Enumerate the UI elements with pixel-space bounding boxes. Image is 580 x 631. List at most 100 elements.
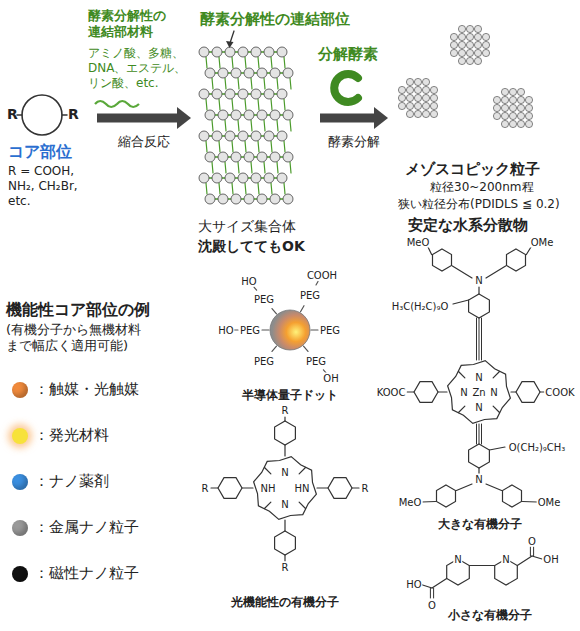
bond-line (284, 520, 285, 531)
linker-bond (225, 78, 226, 89)
benzene-ring (414, 382, 438, 403)
core-unit (238, 131, 248, 141)
bond-line (264, 502, 270, 508)
peg-strand (262, 329, 269, 330)
atom-label: N (453, 554, 462, 565)
atom-label: Zn (471, 387, 486, 398)
linker-bond (219, 57, 220, 68)
particle-unit (474, 25, 481, 32)
bond-line (299, 467, 305, 473)
linker-bond (280, 72, 283, 74)
stage-text: 安定な水系分散物 (408, 216, 528, 235)
particle-unit (466, 25, 473, 32)
linker-bond (232, 99, 233, 110)
linker-bond (209, 135, 212, 137)
particle-unit (474, 41, 481, 48)
linker-bond (241, 198, 244, 200)
linker-bond (248, 51, 251, 53)
core-unit (225, 173, 235, 183)
linker-bond (222, 51, 225, 53)
core-unit (264, 89, 274, 99)
quantum-dot (270, 310, 310, 350)
figure-caption: 大きな有機分子 (438, 517, 522, 532)
linker-bond (215, 156, 218, 158)
atom-label: N (474, 275, 483, 286)
linker-bond (215, 72, 218, 74)
particle-unit (458, 33, 465, 40)
core-unit (257, 68, 267, 78)
atom-label: PEG (253, 294, 275, 305)
linker-bond (280, 156, 283, 158)
peg-strand (316, 282, 318, 285)
atom-label: PEG (319, 325, 341, 336)
linker-bond (222, 177, 225, 179)
core-unit (212, 47, 222, 57)
linker-bond (245, 183, 246, 194)
atom-label: N (489, 387, 498, 398)
benzene-ring (437, 485, 456, 507)
atom-label: COOK (544, 387, 575, 398)
particle-unit (482, 33, 489, 40)
atom-label: N (459, 387, 468, 398)
bond-line (211, 487, 218, 488)
particle-unit (517, 104, 524, 111)
core-unit (251, 89, 261, 99)
stage-text: 大サイズ集合体 (198, 218, 296, 236)
atom-label: KOOC (376, 387, 407, 398)
core-unit (212, 173, 222, 183)
bond-line (284, 445, 285, 456)
note-label: 機能性コア部位の例 (6, 300, 150, 320)
bond-line (456, 484, 472, 491)
particle-unit (406, 86, 413, 93)
linker-bond (219, 99, 220, 110)
process-arrow (320, 107, 388, 129)
particle-unit (414, 78, 421, 85)
bond-line (458, 406, 464, 412)
core-unit (270, 110, 280, 120)
particle-unit (509, 120, 516, 127)
linker-bond (235, 135, 238, 137)
linker-bond (206, 99, 207, 110)
particle-unit (517, 112, 524, 119)
atom-label: PEG (253, 356, 275, 367)
particle-unit (422, 86, 429, 93)
atom-label: PEG (305, 356, 327, 367)
linker-bond (274, 51, 277, 53)
bond-line (438, 391, 447, 392)
particle-unit (450, 33, 457, 40)
particle-unit (458, 25, 465, 32)
linker-bond (209, 177, 212, 179)
bond-line (284, 555, 285, 561)
bond-line (517, 556, 532, 566)
particle-unit (450, 49, 457, 56)
core-unit (218, 110, 228, 120)
note-label: 酵素分解性の連結部位 (200, 10, 350, 29)
particle-unit (525, 120, 532, 127)
benzene-ring (433, 249, 452, 271)
legend-swatch (12, 474, 28, 490)
linker-bond (238, 162, 239, 173)
linker-bond (254, 156, 257, 158)
linker-bond (284, 99, 285, 110)
linker-bond (238, 78, 239, 89)
stage-text: 狭い粒径分布(PDIDLS ≦ 0.2) (398, 197, 560, 212)
legend-swatch (12, 520, 28, 536)
particle-unit (509, 104, 516, 111)
bond-line (242, 487, 253, 488)
stage-group: 大サイズ集合体沈殿しててもOK (193, 40, 318, 260)
edge-label: 縮合反応 (118, 134, 170, 150)
linker-bond (261, 135, 264, 137)
peg-strand (311, 329, 318, 330)
process-arrow (97, 107, 191, 129)
particle-unit (501, 120, 508, 127)
particle-unit (414, 102, 421, 109)
core-unit (283, 68, 293, 78)
atom-label: PEG (299, 290, 321, 301)
bond-line (469, 565, 494, 566)
linker-bond (222, 93, 225, 95)
core-unit (283, 152, 293, 162)
particle-unit (414, 86, 421, 93)
particle-unit (501, 96, 508, 103)
core-unit (225, 89, 235, 99)
